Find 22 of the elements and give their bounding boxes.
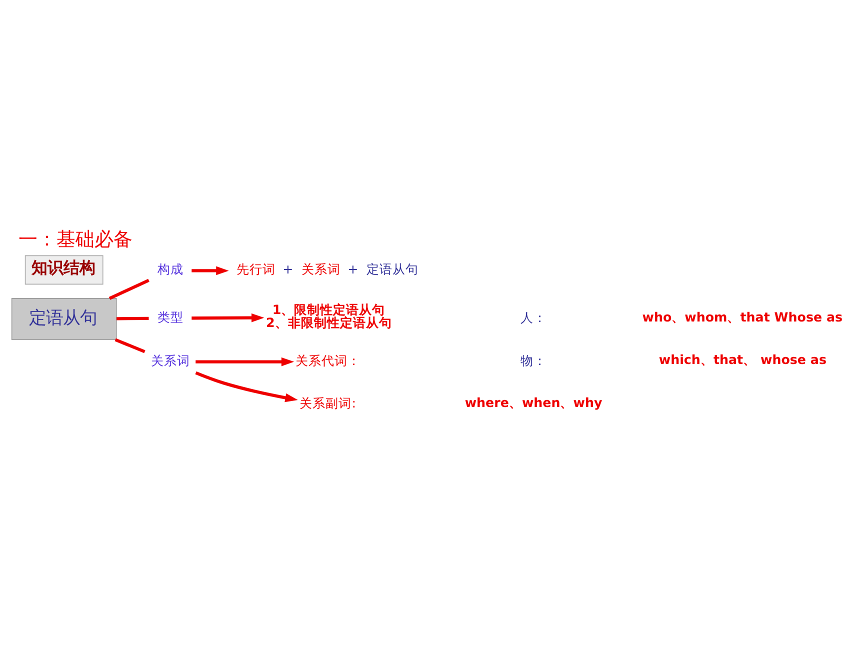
arrow <box>196 356 294 366</box>
connector <box>114 338 146 353</box>
node-box: 定语从句 <box>11 298 117 340</box>
node-text: where、when、why <box>464 394 602 410</box>
node-text: 构成 <box>158 261 184 276</box>
node-text: who、whom、that Whose as <box>642 308 843 324</box>
arrow <box>192 312 264 322</box>
arrow <box>192 266 229 275</box>
label: 知识结构 <box>32 258 96 277</box>
connector <box>108 278 150 300</box>
node-text: 物： <box>520 352 546 368</box>
node-text: 关系词 <box>151 352 190 368</box>
node-text: 类型 <box>158 308 184 324</box>
node-text: 先行词 + 关系词 + 定语从句 <box>236 261 419 276</box>
node-text: 关系代词： <box>296 352 361 368</box>
node-text: 1、限制性定语从句 2、非限制性定语从句 <box>266 302 392 330</box>
node-text: which、that、 whose as <box>658 352 826 367</box>
diagram-title: 一：基础必备 <box>18 228 133 250</box>
node-text: 关系副词: <box>300 395 356 410</box>
arrow <box>195 370 298 402</box>
node-text: 人： <box>520 310 546 325</box>
connector <box>116 316 149 320</box>
